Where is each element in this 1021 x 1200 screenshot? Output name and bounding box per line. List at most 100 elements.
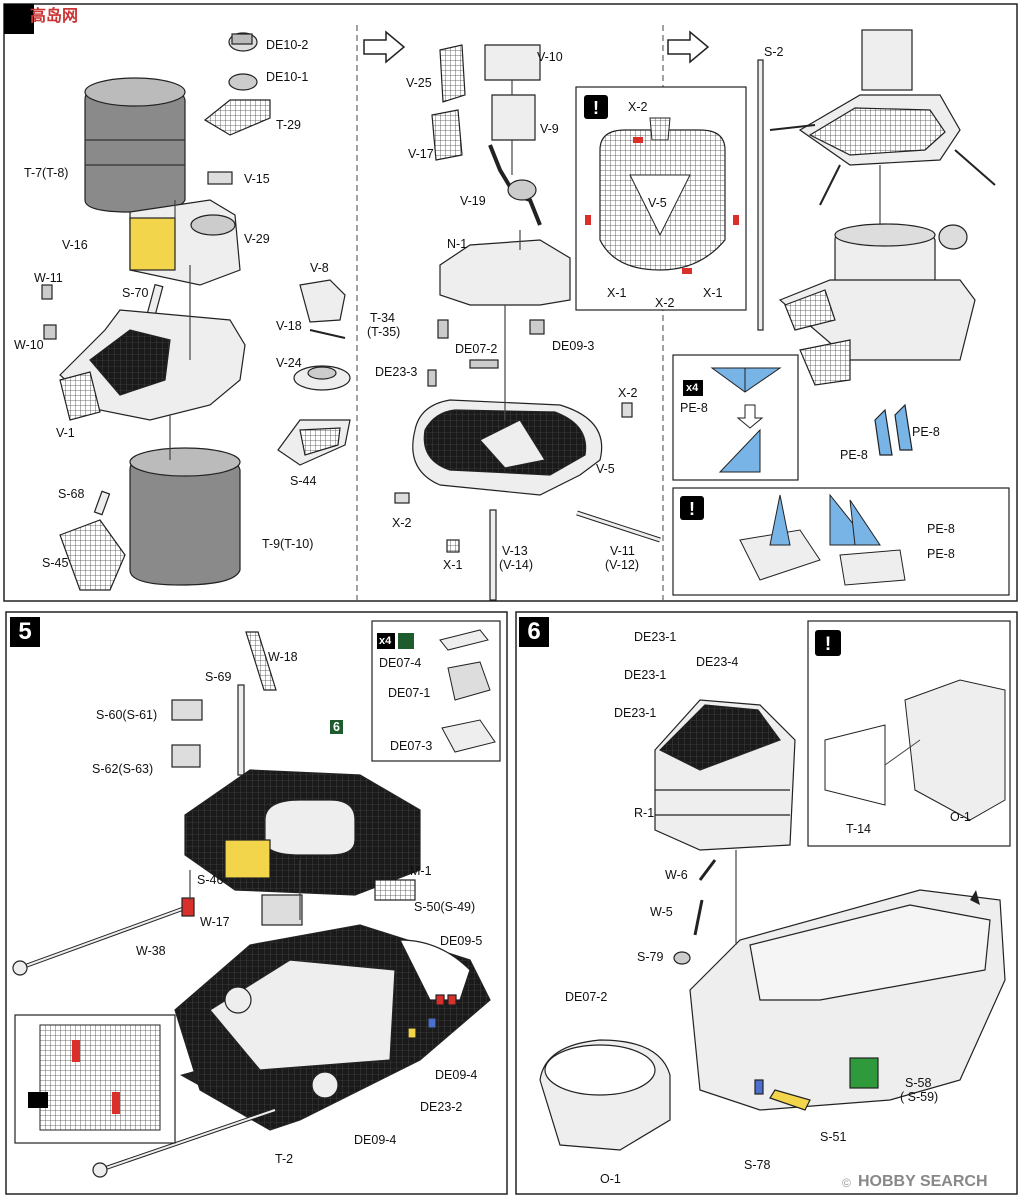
label-de09-4-b: DE09-4 <box>354 1133 397 1147</box>
flow-arrow-1 <box>363 30 406 64</box>
label-s69: S-69 <box>205 670 232 684</box>
label-de07-2-s6: DE07-2 <box>565 990 608 1004</box>
step4-mid-parts <box>394 44 661 601</box>
label-s60: S-60(S-61) <box>96 708 158 722</box>
label-v29: V-29 <box>244 232 270 246</box>
label-v1: V-1 <box>56 426 75 440</box>
step6-frame <box>515 611 1018 1195</box>
label-m1: M-1 <box>410 864 432 878</box>
label-six-green: 6 <box>330 720 343 734</box>
label-v11: V-11 <box>610 544 635 558</box>
label-w6: W-6 <box>665 868 688 882</box>
label-de10-2: DE10-2 <box>266 38 309 52</box>
step6-parts <box>539 699 1006 1151</box>
label-pe8-e: PE-8 <box>927 547 955 561</box>
label-s62: S-62(S-63) <box>92 762 154 776</box>
label-w38: W-38 <box>136 944 166 958</box>
step4-badge <box>4 4 34 34</box>
label-v5: V-5 <box>596 462 615 476</box>
pe8-box <box>672 354 799 481</box>
label-r1: R-1 <box>634 806 655 820</box>
label-pe8-b: PE-8 <box>912 425 940 439</box>
label-s44: S-44 <box>290 474 317 488</box>
label-t29: T-29 <box>276 118 302 132</box>
label-pe8-c: PE-8 <box>840 448 868 462</box>
step6-inset: ! <box>807 620 1011 905</box>
label-v19: V-19 <box>460 194 486 208</box>
label-s59: ( S-59) <box>900 1090 939 1104</box>
label-de07-3: DE07-3 <box>390 739 433 753</box>
step4-bottom-inset: ! <box>672 487 1010 596</box>
label-s68: S-68 <box>58 487 85 501</box>
label-pe8-a: PE-8 <box>680 401 708 415</box>
watermark-logo-top: 高岛网 <box>30 8 79 25</box>
label-w5: W-5 <box>650 905 673 919</box>
flow-arrow-2 <box>667 30 710 64</box>
label-w11: W-11 <box>34 271 63 285</box>
label-v16: V-16 <box>62 238 88 252</box>
label-de09-4-a: DE09-4 <box>435 1068 478 1082</box>
label-de23-4: DE23-4 <box>696 655 739 669</box>
label-de23-2: DE23-2 <box>420 1100 463 1114</box>
label-w10: W-10 <box>14 338 44 352</box>
label-v12: (V-12) <box>605 558 640 572</box>
label-o1-a: O-1 <box>950 810 971 824</box>
label-v14: (V-14) <box>499 558 534 572</box>
label-de09-3: DE09-3 <box>552 339 595 353</box>
step-5-number: 5 <box>10 617 40 647</box>
label-v9: V-9 <box>540 122 559 136</box>
label-s50: S-50(S-49) <box>414 900 476 914</box>
label-de07-1: DE07-1 <box>388 686 431 700</box>
label-de23-1-c: DE23-1 <box>614 706 657 720</box>
label-s78: S-78 <box>744 1158 771 1172</box>
label-v8: V-8 <box>310 261 329 275</box>
label-t14: T-14 <box>846 822 872 836</box>
label-x2-a: X-2 <box>618 386 638 400</box>
label-s58: S-58 <box>905 1076 932 1090</box>
step-6-number: 6 <box>519 617 549 647</box>
watermark-logo-bottom: HOBBY SEARCH <box>858 1173 988 1190</box>
label-w18: W-18 <box>268 650 298 664</box>
label-x2-b: X-2 <box>392 516 412 530</box>
label-de23-1-b: DE23-1 <box>624 668 667 682</box>
label-x4-pe: x4 <box>686 382 699 394</box>
label-x4-de07: x4 <box>379 635 392 647</box>
label-w17: W-17 <box>200 915 230 929</box>
step4-right-parts <box>757 29 996 456</box>
label-t34: T-34 <box>370 311 396 325</box>
label-v10: V-10 <box>537 50 563 64</box>
label-inset-v5: V-5 <box>648 196 667 210</box>
step5-inset-detail <box>14 1014 198 1144</box>
svg-text:!: ! <box>825 634 831 655</box>
label-t7: T-7(T-8) <box>24 166 69 180</box>
label-de09-5: DE09-5 <box>440 934 483 948</box>
label-inset-x1-a: X-1 <box>607 286 627 300</box>
label-s70: S-70 <box>122 286 149 300</box>
step4-inset-box: ! <box>575 86 747 311</box>
label-v25: V-25 <box>406 76 432 90</box>
label-de10-1: DE10-1 <box>266 70 309 84</box>
label-o1-b: O-1 <box>600 1172 621 1186</box>
step5-inset-de07 <box>371 620 501 762</box>
label-v13: V-13 <box>502 544 528 558</box>
label-v18: V-18 <box>276 319 302 333</box>
svg-text:!: ! <box>593 98 599 118</box>
label-s45: S-45 <box>42 556 69 570</box>
label-de23-1-a: DE23-1 <box>634 630 677 644</box>
label-t2: T-2 <box>275 1152 294 1166</box>
label-t35: (T-35) <box>367 325 401 339</box>
svg-text:!: ! <box>689 499 695 519</box>
label-v15: V-15 <box>244 172 270 186</box>
label-s46: S-46 <box>197 873 224 887</box>
label-de23-3: DE23-3 <box>375 365 418 379</box>
step4-left-parts <box>41 32 351 591</box>
label-de07-4: DE07-4 <box>379 656 422 670</box>
watermark-copyright: © <box>842 1176 851 1190</box>
label-v17: V-17 <box>408 147 434 161</box>
label-inset-x2-a: X-2 <box>628 100 648 114</box>
label-v24: V-24 <box>276 356 302 370</box>
label-t9: T-9(T-10) <box>262 537 314 551</box>
label-s2: S-2 <box>764 45 784 59</box>
label-s79: S-79 <box>637 950 664 964</box>
